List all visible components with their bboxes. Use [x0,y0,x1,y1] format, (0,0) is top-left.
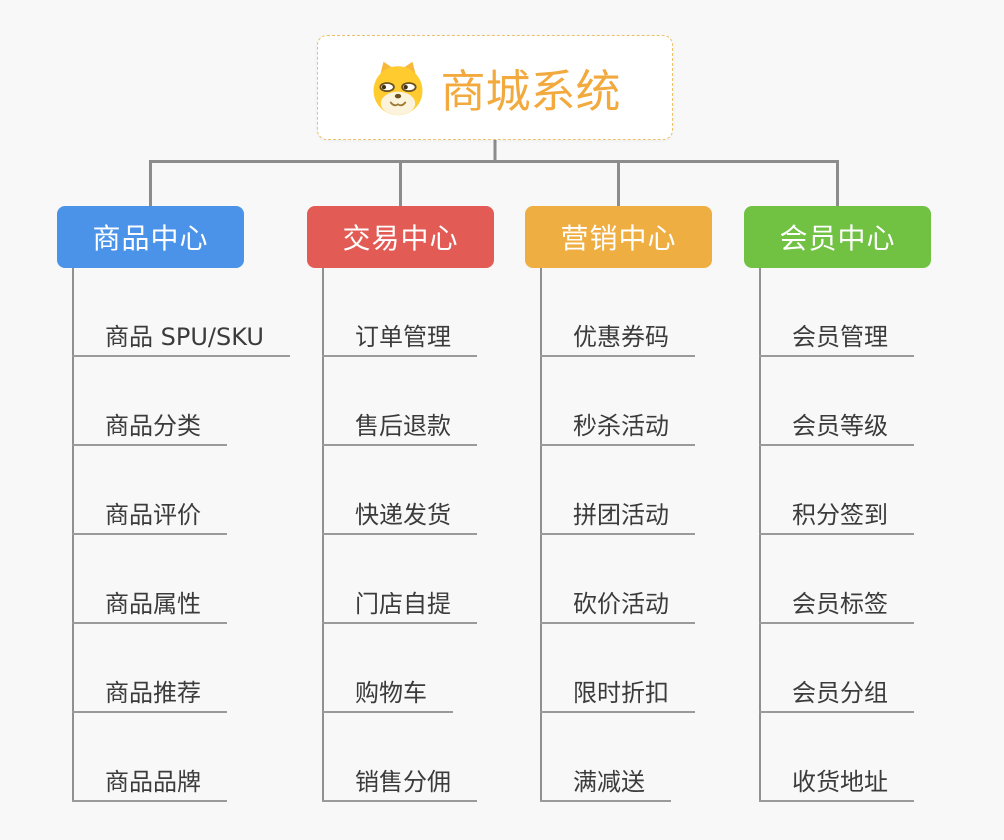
mindmap-node[interactable]: 会员分组 [759,679,914,713]
root-node[interactable]: 商城系统 [317,35,673,140]
mindmap-node[interactable]: 销售分佣 [322,768,477,802]
mindmap-node[interactable]: 会员标签 [759,590,914,624]
branch-trunk-line [322,268,324,802]
branch-header-member-center[interactable]: 会员中心 [744,206,931,268]
mindmap-node[interactable]: 商品分类 [72,412,227,446]
mindmap-node[interactable]: 商品推荐 [72,679,227,713]
branch-product-center: 商品中心 商品 SPU/SKU 商品分类 商品评价 商品属性 商品推荐 商品品牌 [57,206,307,806]
mindmap-node[interactable]: 秒杀活动 [540,412,695,446]
mindmap-node[interactable]: 会员等级 [759,412,914,446]
branch-trunk-line [540,268,542,802]
mindmap-node[interactable]: 门店自提 [322,590,477,624]
branch-trunk-line [72,268,74,802]
branch-header-product-center[interactable]: 商品中心 [57,206,244,268]
mindmap-node[interactable]: 会员管理 [759,323,914,357]
mindmap-node[interactable]: 购物车 [322,679,453,713]
branch-marketing-center: 营销中心 优惠券码 秒杀活动 拼团活动 砍价活动 限时折扣 满减送 [525,206,775,806]
mindmap-node[interactable]: 商品品牌 [72,768,227,802]
branch-member-center: 会员中心 会员管理 会员等级 积分签到 会员标签 会员分组 收货地址 [744,206,994,806]
mindmap-node[interactable]: 商品 SPU/SKU [72,323,290,357]
mindmap-node[interactable]: 拼团活动 [540,501,695,535]
mindmap-node[interactable]: 满减送 [540,768,671,802]
branch-trade-center: 交易中心 订单管理 售后退款 快递发货 门店自提 购物车 销售分佣 [307,206,557,806]
mindmap-node[interactable]: 砍价活动 [540,590,695,624]
mindmap-node[interactable]: 商品属性 [72,590,227,624]
doge-icon [369,59,427,117]
mindmap-node[interactable]: 限时折扣 [540,679,695,713]
mindmap-node[interactable]: 优惠券码 [540,323,695,357]
mindmap-node[interactable]: 订单管理 [322,323,477,357]
mindmap-node[interactable]: 快递发货 [322,501,477,535]
branch-trunk-line [759,268,761,802]
root-node-title: 商城系统 [440,65,621,118]
mindmap-node[interactable]: 积分签到 [759,501,914,535]
mindmap-node[interactable]: 商品评价 [72,501,227,535]
mindmap-node[interactable]: 售后退款 [322,412,477,446]
branch-header-marketing-center[interactable]: 营销中心 [525,206,712,268]
mindmap-node[interactable]: 收货地址 [759,768,914,802]
branch-header-trade-center[interactable]: 交易中心 [307,206,494,268]
